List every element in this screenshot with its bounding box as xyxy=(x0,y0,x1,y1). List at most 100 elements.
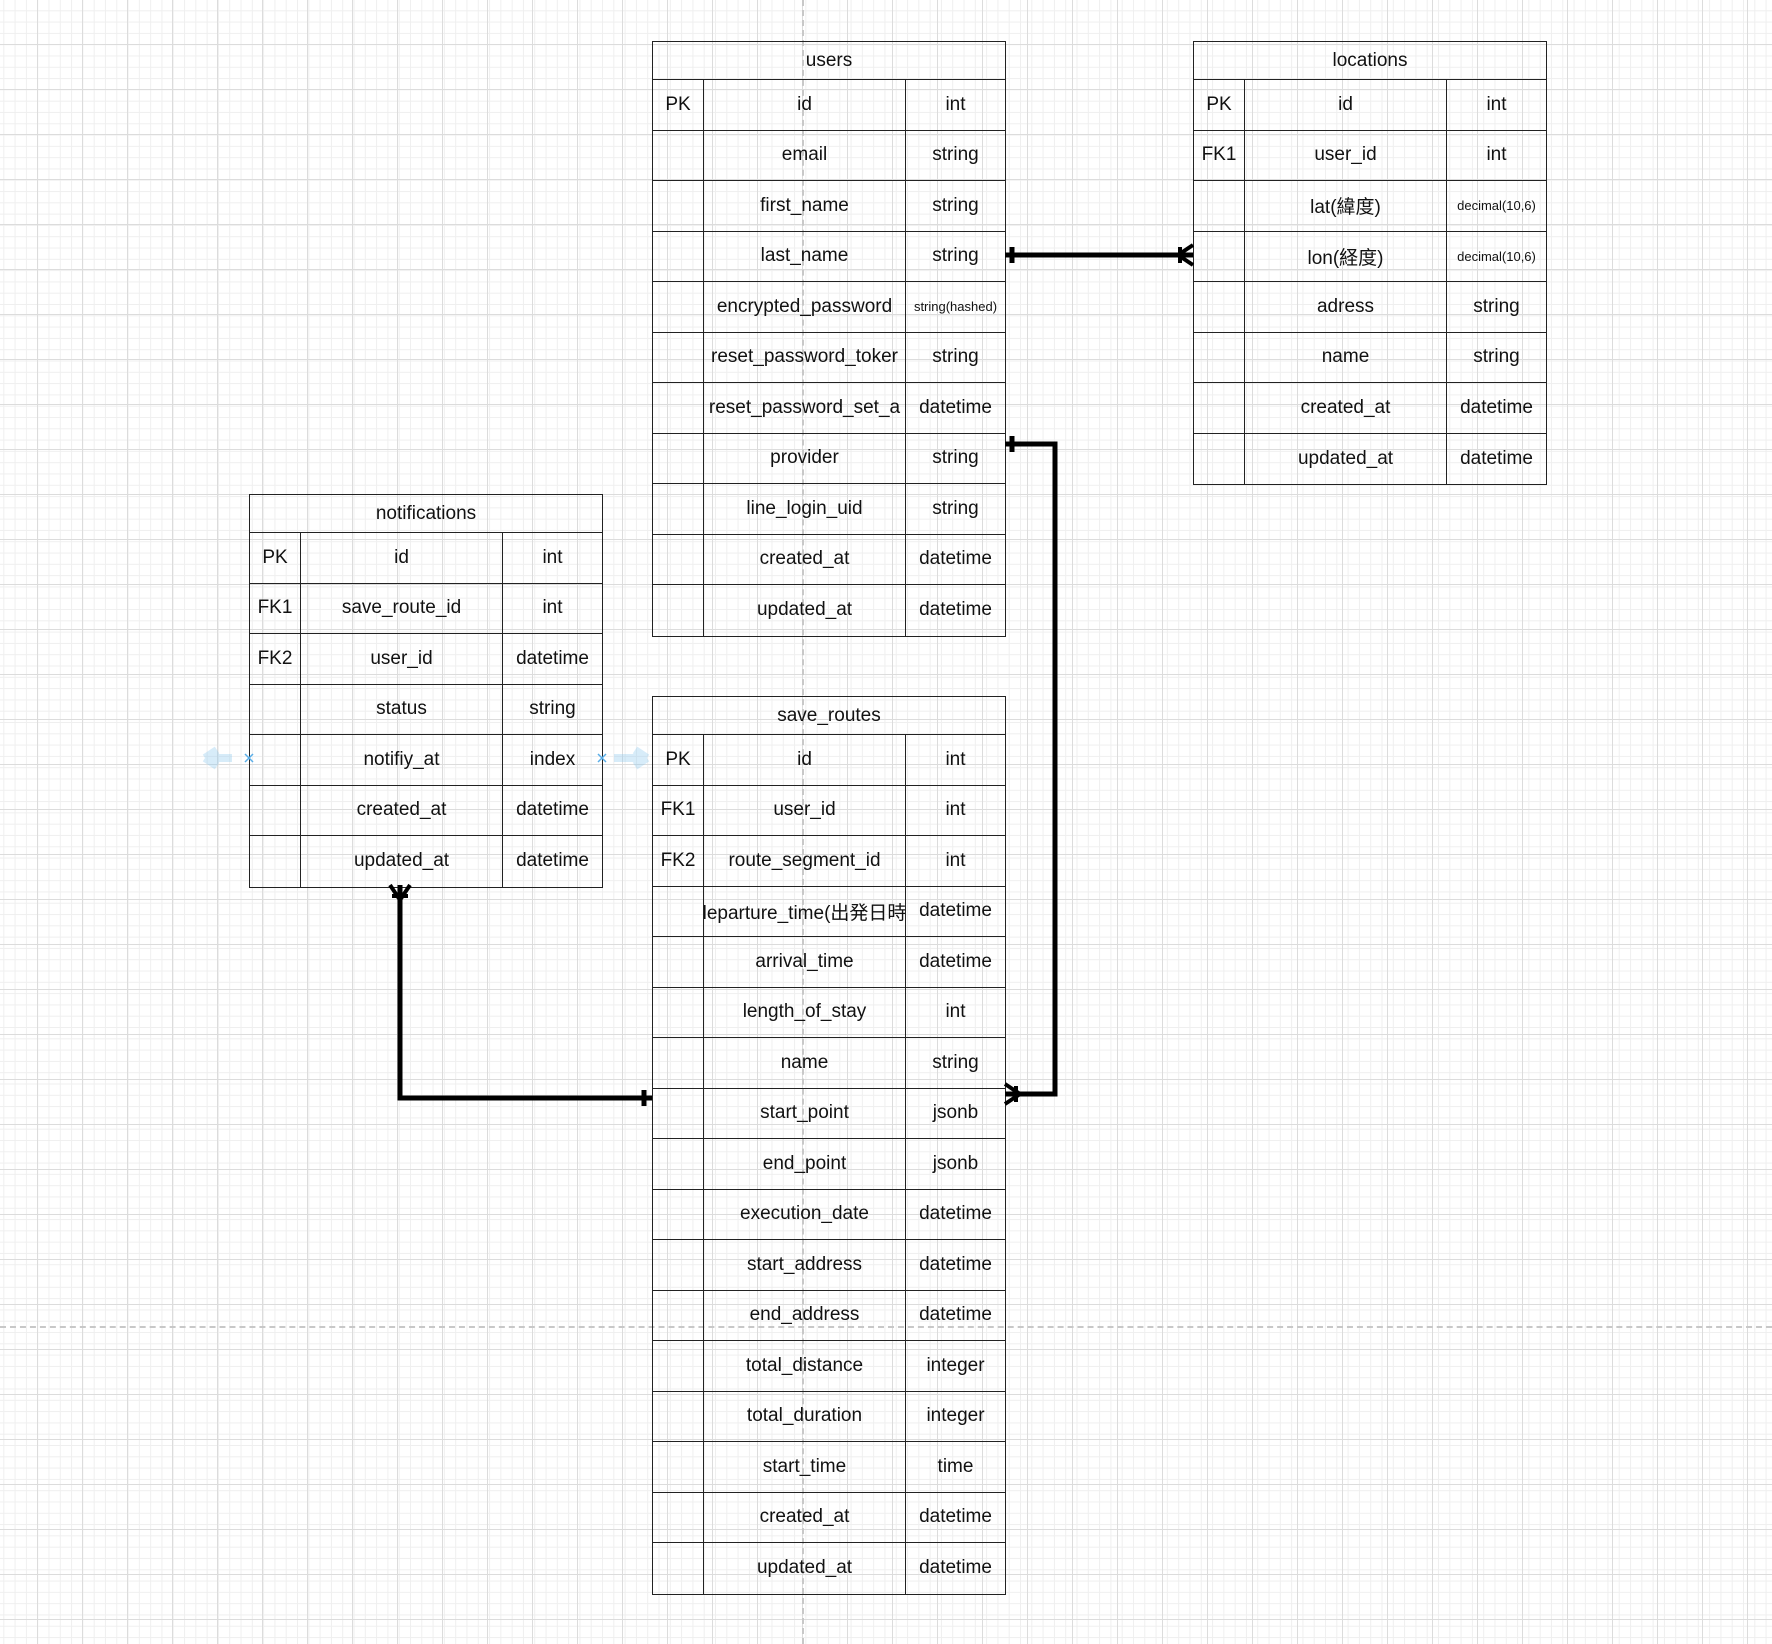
column-name-cell[interactable]: last_name xyxy=(704,231,906,281)
key-cell[interactable] xyxy=(653,987,704,1037)
column-name-cell[interactable]: provider xyxy=(704,433,906,483)
column-name-cell[interactable]: updated_at xyxy=(301,836,503,887)
table-row[interactable]: reset_password_toker string xyxy=(653,332,1005,383)
table-title[interactable]: notifications xyxy=(250,495,602,533)
column-name-cell[interactable]: end_address xyxy=(704,1290,906,1340)
column-name-cell[interactable]: encrypted_password xyxy=(704,282,906,332)
table-row[interactable]: start_address datetime xyxy=(653,1240,1005,1291)
column-name-cell[interactable]: reset_password_toker xyxy=(704,332,906,382)
column-name-cell[interactable]: save_route_id xyxy=(301,583,503,633)
key-cell[interactable] xyxy=(1194,181,1245,231)
relation-users-save-routes[interactable] xyxy=(1003,436,1058,1106)
key-cell[interactable]: FK1 xyxy=(653,785,704,835)
column-name-cell[interactable]: name xyxy=(704,1038,906,1088)
table-row[interactable]: lon(経度)decimal(10,6) xyxy=(1194,231,1546,282)
column-name-cell[interactable]: start_time xyxy=(704,1442,906,1492)
key-cell[interactable] xyxy=(1194,282,1245,332)
column-type-cell[interactable]: int xyxy=(1486,144,1507,166)
table-title[interactable]: locations xyxy=(1194,42,1546,80)
key-cell[interactable] xyxy=(653,937,704,987)
column-type-cell[interactable]: int xyxy=(945,93,966,115)
column-name-cell[interactable]: updated_at xyxy=(704,585,906,636)
column-type-cell[interactable]: integer xyxy=(926,1354,985,1376)
column-type-cell[interactable]: int xyxy=(945,1001,966,1023)
relation-users-locations[interactable] xyxy=(1005,243,1195,267)
column-name-cell[interactable]: created_at xyxy=(1245,383,1447,433)
column-name-cell[interactable]: departure_time(出発日時) xyxy=(704,886,906,936)
key-cell[interactable] xyxy=(653,1492,704,1542)
key-cell[interactable] xyxy=(653,1290,704,1340)
column-name-cell[interactable]: email xyxy=(704,130,906,180)
column-type-cell[interactable]: string xyxy=(1473,346,1520,368)
column-type-cell[interactable]: string xyxy=(932,447,979,469)
column-name-cell[interactable]: notifiy_at xyxy=(301,735,503,785)
column-name-cell[interactable]: id xyxy=(301,533,503,583)
column-type-cell[interactable]: datetime xyxy=(1460,396,1533,418)
column-name-cell[interactable]: status xyxy=(301,684,503,734)
column-type-cell[interactable]: string xyxy=(932,346,979,368)
key-cell[interactable] xyxy=(653,130,704,180)
column-type-cell[interactable]: datetime xyxy=(919,1557,992,1579)
column-name-cell[interactable]: id xyxy=(704,735,906,785)
table-row[interactable]: total_duration integer xyxy=(653,1391,1005,1442)
column-name-cell[interactable]: created_at xyxy=(301,785,503,835)
column-type-cell[interactable]: datetime xyxy=(919,900,992,922)
column-type-cell[interactable]: int xyxy=(945,799,966,821)
column-type-cell[interactable]: string(hashed) xyxy=(913,299,998,315)
column-type-cell[interactable]: string xyxy=(932,1051,979,1073)
key-cell[interactable] xyxy=(653,181,704,231)
key-cell[interactable] xyxy=(250,735,301,785)
column-type-cell[interactable]: jsonb xyxy=(932,1152,979,1174)
column-type-cell[interactable]: string xyxy=(932,194,979,216)
column-type-cell[interactable]: int xyxy=(1486,93,1507,115)
column-name-cell[interactable]: created_at xyxy=(704,1492,906,1542)
column-name-cell[interactable]: created_at xyxy=(704,534,906,584)
column-name-cell[interactable]: reset_password_set_a xyxy=(704,383,906,433)
key-cell[interactable] xyxy=(653,534,704,584)
column-type-cell[interactable]: datetime xyxy=(1460,447,1533,469)
column-name-cell[interactable]: start_address xyxy=(704,1240,906,1290)
key-cell[interactable]: PK xyxy=(653,735,704,785)
column-type-cell[interactable]: string xyxy=(1473,295,1520,317)
column-name-cell[interactable]: user_id xyxy=(301,634,503,684)
table-row[interactable]: lat(緯度)decimal(10,6) xyxy=(1194,181,1546,232)
key-cell[interactable] xyxy=(653,1543,704,1594)
column-type-cell[interactable]: string xyxy=(932,245,979,267)
column-type-cell[interactable]: string xyxy=(932,144,979,166)
key-cell[interactable] xyxy=(653,1189,704,1239)
key-cell[interactable] xyxy=(653,1442,704,1492)
table-row[interactable]: created_at datetime xyxy=(1194,383,1546,434)
column-name-cell[interactable]: id xyxy=(1245,80,1447,130)
column-name-cell[interactable]: total_duration xyxy=(704,1391,906,1441)
column-type-cell[interactable]: datetime xyxy=(919,1253,992,1275)
column-type-cell[interactable]: integer xyxy=(926,1405,985,1427)
key-cell[interactable]: FK1 xyxy=(1194,130,1245,180)
table-title[interactable]: users xyxy=(653,42,1005,80)
column-type-cell[interactable]: int xyxy=(945,849,966,871)
column-name-cell[interactable]: lat(緯度) xyxy=(1245,181,1447,231)
column-name-cell[interactable]: end_point xyxy=(704,1139,906,1189)
key-cell[interactable]: PK xyxy=(250,533,301,583)
table-title[interactable]: save_routes xyxy=(653,697,1005,735)
column-type-cell[interactable]: datetime xyxy=(516,850,589,872)
key-cell[interactable] xyxy=(653,1341,704,1391)
key-cell[interactable]: FK1 xyxy=(250,583,301,633)
column-name-cell[interactable]: start_point xyxy=(704,1088,906,1138)
key-cell[interactable] xyxy=(653,433,704,483)
